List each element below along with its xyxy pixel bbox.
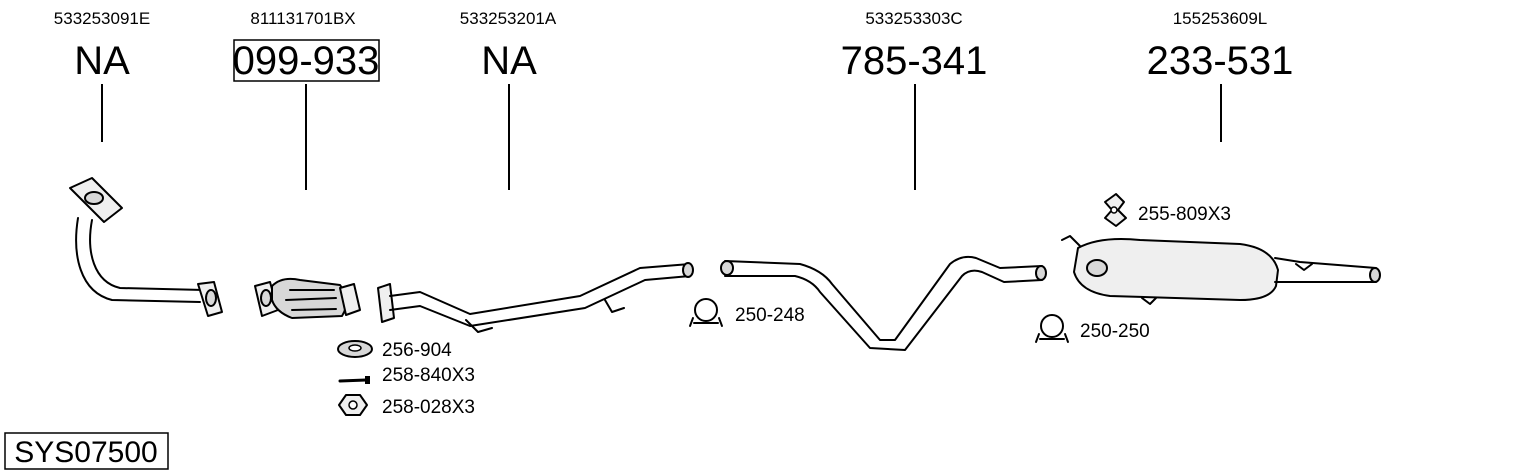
oem-number-intermediate-pipe: 533253303C: [865, 9, 962, 28]
accessory-label-clamp-rear: 250-250: [1080, 321, 1150, 342]
part-code-intermediate-pipe[interactable]: 785-341: [841, 39, 988, 83]
part-code-rear-silencer[interactable]: 233-531: [1147, 39, 1294, 83]
intermediate-pipe-part[interactable]: [720, 255, 1047, 351]
accessory-label-hanger: 255-809X3: [1138, 204, 1231, 225]
pipe-clamp-icon: [689, 298, 723, 327]
front-pipe-part[interactable]: [69, 177, 223, 317]
rear-silencer-part[interactable]: [1061, 235, 1381, 305]
oem-number-front-pipe: 533253091E: [54, 9, 150, 28]
part-code-front-pipe: NA: [74, 39, 130, 83]
accessory-label-clamp-front: 250-248: [735, 305, 805, 326]
accessory-label-gasket: 256-904: [382, 340, 452, 361]
part-code-highlight-box: [233, 39, 380, 82]
oem-number-rear-silencer: 155253609L: [1173, 9, 1268, 28]
part-code-center-pipe: NA: [481, 39, 537, 83]
oem-number-catalyst: 811131701BX: [250, 9, 355, 28]
system-code-box: [4, 432, 169, 470]
part-code-catalyst[interactable]: 099-933: [233, 39, 380, 83]
hex-nut-icon: [338, 394, 368, 416]
accessory-label-nut: 258-028X3: [382, 397, 475, 418]
gasket-icon: [337, 340, 373, 358]
catalyst-part[interactable]: [254, 277, 361, 319]
accessory-label-bolt: 258-840X3: [382, 365, 475, 386]
pipe-clamp-icon: [1035, 314, 1069, 343]
system-code: SYS07500: [14, 436, 157, 469]
rubber-hanger-icon: [1104, 193, 1127, 227]
bolt-icon: [338, 376, 370, 384]
center-pipe-part[interactable]: [377, 262, 694, 333]
oem-number-center-pipe: 533253201A: [460, 9, 557, 28]
